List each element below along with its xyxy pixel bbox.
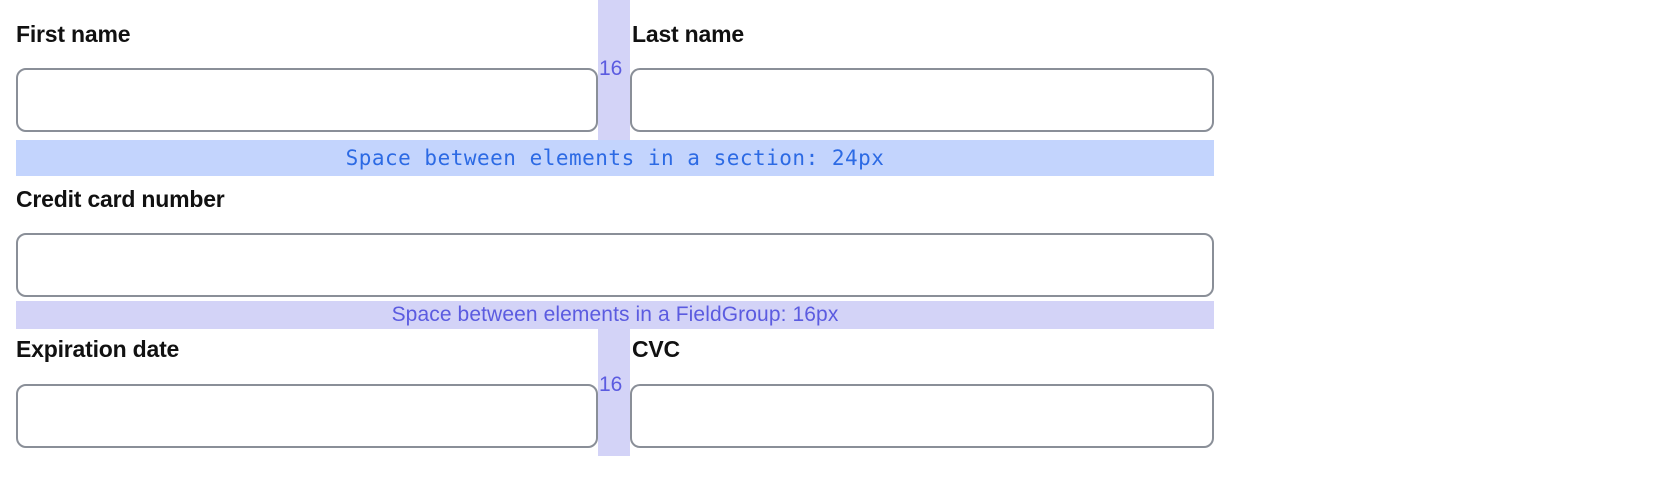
label-cvc: CVC — [632, 336, 680, 362]
input-first-name[interactable] — [16, 68, 598, 132]
column-gap-annotation-bottom: 16 — [598, 329, 630, 456]
input-last-name[interactable] — [630, 68, 1214, 132]
input-credit-card-number[interactable] — [16, 233, 1214, 297]
input-cvc[interactable] — [630, 384, 1214, 448]
input-expiration-date[interactable] — [16, 384, 598, 448]
label-first-name: First name — [16, 21, 131, 47]
label-credit-card-number: Credit card number — [16, 186, 225, 212]
column-gap-value-top: 16 — [599, 57, 623, 80]
label-last-name: Last name — [632, 21, 744, 47]
section-gap-annotation: Space between elements in a section: 24p… — [16, 140, 1214, 176]
column-gap-value-bottom: 16 — [599, 373, 623, 396]
column-gap-annotation-top: 16 — [598, 0, 630, 140]
fieldgroup-gap-annotation: Space between elements in a FieldGroup: … — [16, 301, 1214, 329]
fieldgroup-gap-label: Space between elements in a FieldGroup: … — [391, 303, 839, 326]
section-gap-label: Space between elements in a section: 24p… — [345, 146, 885, 170]
label-expiration-date: Expiration date — [16, 336, 180, 362]
